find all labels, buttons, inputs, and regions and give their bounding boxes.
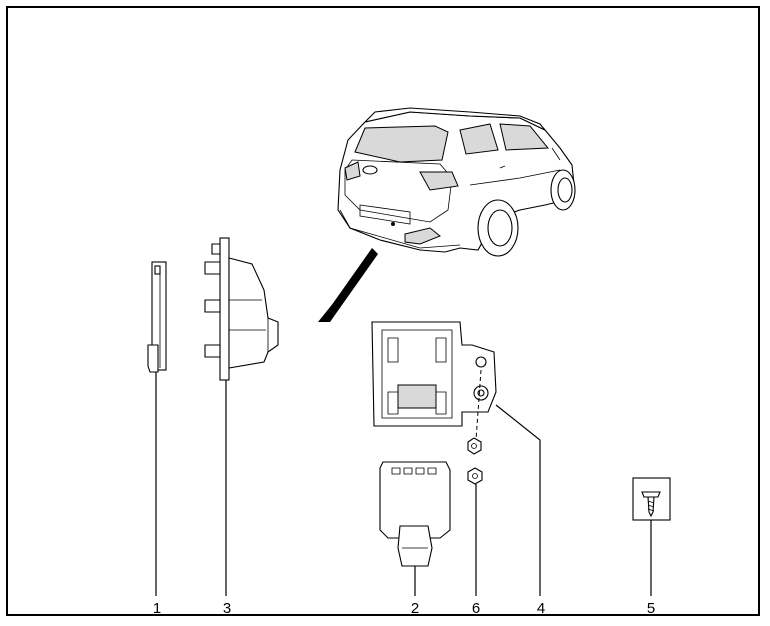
callout-2: 2 bbox=[411, 600, 419, 617]
callout-1: 1 bbox=[153, 600, 161, 617]
callout-3: 3 bbox=[223, 600, 231, 617]
callout-labels: 1 3 2 6 4 5 bbox=[153, 600, 655, 617]
part-5-illustration bbox=[632, 477, 671, 521]
part-4-illustration bbox=[371, 321, 497, 427]
callout-6: 6 bbox=[472, 600, 480, 617]
leader-lines bbox=[155, 372, 652, 596]
part-2-illustration bbox=[379, 461, 451, 567]
part-1-illustration bbox=[147, 261, 167, 373]
part-6-illustration bbox=[467, 437, 483, 485]
callout-4: 4 bbox=[537, 600, 545, 617]
vehicle-illustration bbox=[337, 107, 576, 257]
callout-5: 5 bbox=[647, 600, 655, 617]
location-pointer-tip bbox=[318, 250, 376, 322]
part-3-illustration bbox=[204, 237, 279, 381]
